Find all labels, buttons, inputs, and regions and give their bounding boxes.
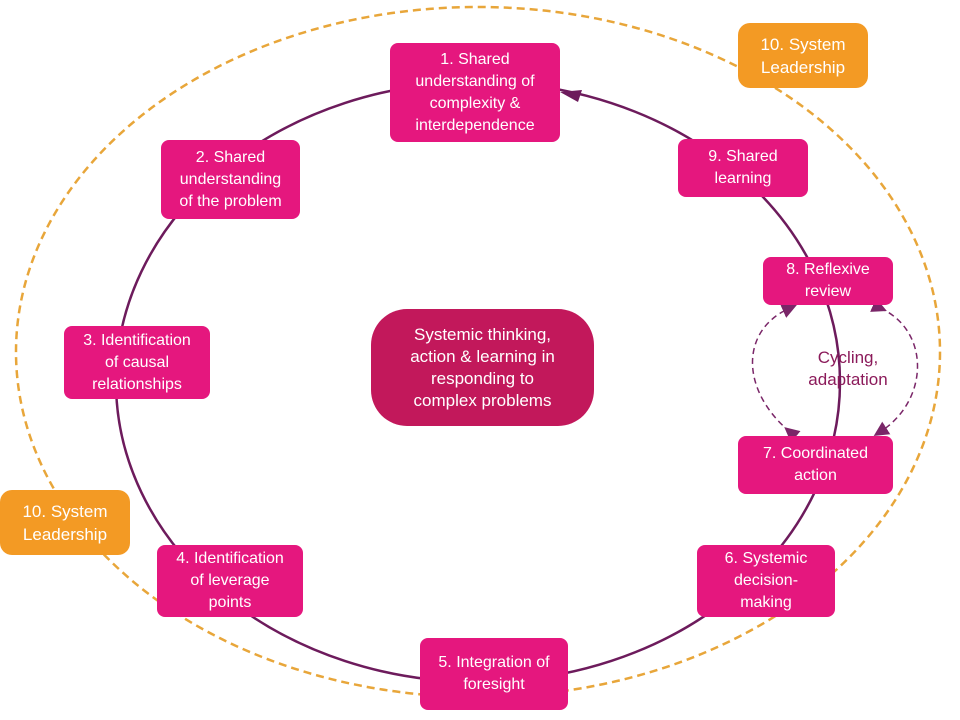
cycle-arrow-left (751, 304, 801, 443)
step-1-shared-understanding-complexity: 1. Shared understanding of complexity & … (390, 43, 560, 142)
cycling-adaptation-label: Cycling, adaptation (808, 348, 888, 389)
step-5-foresight: 5. Integration of foresight (420, 638, 568, 710)
step-9-shared-learning: 9. Shared learning (678, 139, 808, 197)
step-6-systemic-decision-making: 6. Systemic decision- making (697, 545, 835, 617)
step-4-leverage-points: 4. Identification of leverage points (157, 545, 303, 617)
system-leadership-bottom-left: 10. System Leadership (0, 490, 130, 555)
step-8-reflexive-review: 8. Reflexive review (763, 257, 893, 305)
cycle-arrowhead (560, 90, 582, 102)
outer-dashed-ellipse (14, 5, 942, 699)
step-7-coordinated-action: 7. Coordinated action (738, 436, 893, 494)
cycle-arrow-right (870, 298, 919, 437)
step-3-causal-relationships: 3. Identification of causal relationship… (64, 326, 210, 399)
system-leadership-top-right: 10. System Leadership (738, 23, 868, 88)
center-concept: Systemic thinking, action & learning in … (371, 309, 594, 426)
step-2-shared-understanding-problem: 2. Shared understanding of the problem (161, 140, 300, 219)
